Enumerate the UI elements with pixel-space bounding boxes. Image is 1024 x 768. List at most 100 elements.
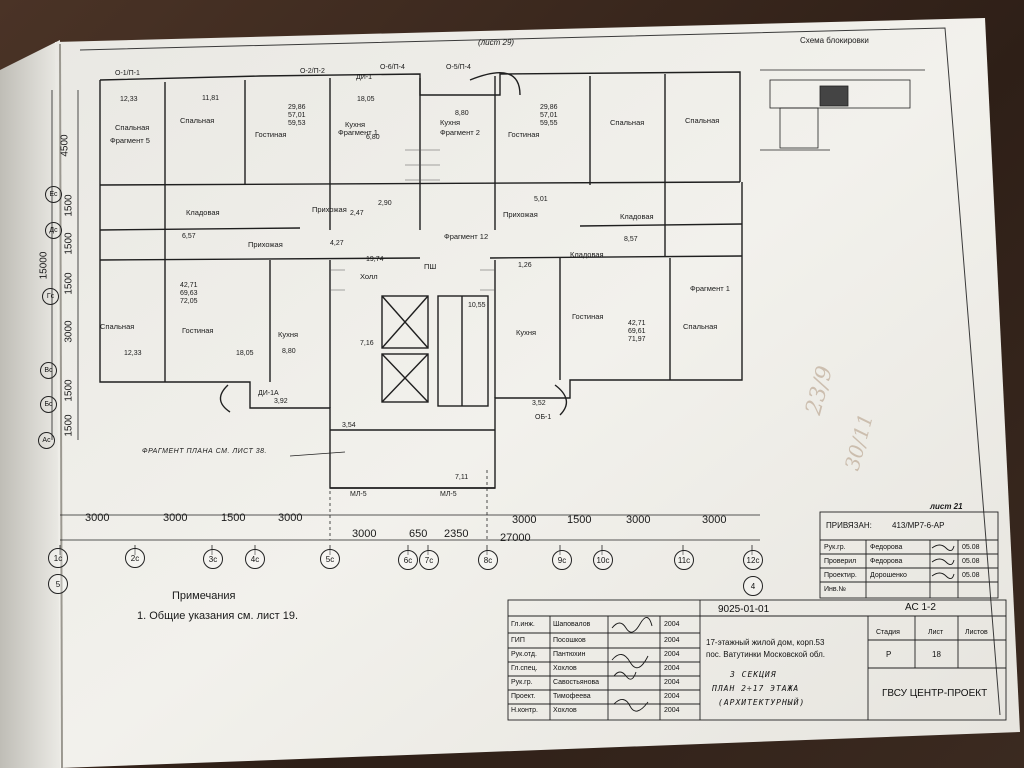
axis-Gc: Гс <box>42 288 59 305</box>
axis-8c: 8с <box>478 550 498 570</box>
dim-left-6: 3000 <box>63 320 75 343</box>
area-misc-6: 5,01 <box>534 196 548 203</box>
attach-date-2: 05.08 <box>962 558 980 565</box>
room-hall-ml: Прихожая <box>248 240 283 249</box>
area-apt-tr-gross: 59,55 <box>540 120 558 127</box>
axis-7c: 7с <box>419 550 439 570</box>
attach-role-3: Проектир. <box>824 572 857 579</box>
staff-name-4: Хохлов <box>553 665 577 672</box>
staff-role-4: Гл.спец. <box>511 665 538 672</box>
attach-date-3: 05.08 <box>962 572 980 579</box>
area-misc-12: 3,92 <box>274 398 288 405</box>
room-kitchen-tl: Кухня <box>345 120 366 129</box>
dim-left-7: 1500 <box>63 379 75 402</box>
attach-name-1: Федорова <box>870 544 903 551</box>
garbage-chute: ПШ <box>424 262 437 271</box>
dim-bottom-1: 3000 <box>352 528 377 540</box>
dim-left-1: 4500 <box>59 134 71 157</box>
area-apt-br: 42,71 69,61 71,97 <box>628 320 646 344</box>
year-7: 2004 <box>664 707 680 714</box>
area-apt-br-total: 69,61 <box>628 328 646 335</box>
stage-label: Стадия <box>876 629 900 636</box>
year-6: 2004 <box>664 693 680 700</box>
attachment-title: ПРИВЯЗАН: <box>826 521 872 530</box>
area-apt-br-living: 42,71 <box>628 320 646 327</box>
attach-role-1: Рук.гр. <box>824 544 846 551</box>
dim-left-4: 1500 <box>63 272 75 295</box>
area-apt-bl-total: 69,63 <box>180 290 198 297</box>
axis-Vc: Вс <box>40 362 57 379</box>
staff-role-7: Н.контр. <box>511 707 538 714</box>
dim-top-6: 1500 <box>567 514 592 526</box>
dim-top-5: 3000 <box>512 514 537 526</box>
window-mark-3: О-6/П-4 <box>380 64 405 71</box>
section-title: 3 СЕКЦИЯ <box>730 670 777 679</box>
area-misc-5: 6,80 <box>366 134 380 141</box>
area-misc-21: 12,33 <box>124 350 142 357</box>
attach-role-4: Инв.№ <box>824 586 847 593</box>
fragment-5-label: Фрагмент 5 <box>110 136 150 145</box>
project-location: пос. Ватутинки Московской обл. <box>706 650 826 659</box>
room-hall-tl: Прихожая <box>312 205 347 214</box>
plan-title: ПЛАН 2÷17 ЭТАЖА <box>712 684 800 693</box>
dim-top-8: 3000 <box>702 514 727 526</box>
axis-Dc: Дс <box>45 222 62 239</box>
window-mark-8: МЛ-5 <box>440 491 457 498</box>
area-misc-14: 3,52 <box>532 400 546 407</box>
attach-name-3: Дорошенко <box>870 572 907 579</box>
axis-3c: 3с <box>203 549 223 569</box>
axis-10c: 10с <box>593 550 613 570</box>
dim-top-2: 3000 <box>163 512 188 524</box>
staff-name-2: Посошков <box>553 637 586 644</box>
axis-4: 4 <box>743 576 763 596</box>
area-apt-tl-gross: 59,53 <box>288 120 306 127</box>
axis-Bc: Бс <box>40 396 57 413</box>
room-bedroom-tr2: Спальная <box>685 116 720 125</box>
area-apt-tl-living: 29,86 <box>288 104 306 111</box>
area-apt-br-gross: 71,97 <box>628 336 646 343</box>
area-apt-tr-total: 57,01 <box>540 112 558 119</box>
staff-role-1: Гл.инж. <box>511 621 535 628</box>
staff-name-3: Пантюхин <box>553 651 586 658</box>
fragment-note: ФРАГМЕНТ ПЛАНА СМ. ЛИСТ 38. <box>142 448 267 455</box>
dim-top-1: 3000 <box>85 512 110 524</box>
area-misc-17: 2,90 <box>378 200 392 207</box>
window-mark-4: О-5/П-4 <box>446 64 471 71</box>
notes-title: Примечания <box>172 590 236 602</box>
area-misc-18: 4,27 <box>330 240 344 247</box>
area-misc-20: 8,80 <box>282 348 296 355</box>
area-apt-tl: 29,86 57,01 59,53 <box>288 104 306 128</box>
axis-2c: 2с <box>125 548 145 568</box>
window-mark-2: О-2/П-2 <box>300 68 325 75</box>
room-storage-mr: Кладовая <box>570 250 604 259</box>
axis-Ec: Ес <box>45 186 62 203</box>
room-bedroom-br: Спальная <box>683 322 718 331</box>
attach-name-2: Федорова <box>870 558 903 565</box>
room-bedroom-t2: Спальная <box>180 116 215 125</box>
block-scheme-title: Схема блокировки <box>800 36 869 45</box>
area-misc-16: 2,47 <box>350 210 364 217</box>
room-bedroom-tl: Спальная <box>115 123 150 132</box>
room-storage-l: Кладовая <box>186 208 220 217</box>
room-bedroom-bl: Спальная <box>100 322 135 331</box>
year-4: 2004 <box>664 665 680 672</box>
attach-date-1: 05.08 <box>962 544 980 551</box>
room-hall-tr: Прихожая <box>503 210 538 219</box>
window-mark-6: ДИ-1А <box>258 390 279 397</box>
axis-6c: 6с <box>398 550 418 570</box>
area-misc-7: 8,57 <box>624 236 638 243</box>
dim-top-3: 1500 <box>221 512 246 524</box>
axis-11c: 11с <box>674 550 694 570</box>
staff-role-5: Рук.гр. <box>511 679 533 686</box>
sheet-label: Лист <box>928 629 944 636</box>
dim-bottom-3: 2350 <box>444 528 469 540</box>
area-misc-10: 10,55 <box>468 302 486 309</box>
dim-total: 27000 <box>500 532 531 544</box>
staff-name-5: Савостьянова <box>553 679 599 686</box>
axis-9c: 9с <box>552 550 572 570</box>
attach-role-2: Проверил <box>824 558 857 565</box>
staff-name-1: Шаповалов <box>553 621 591 628</box>
axis-Ac: Ас <box>38 432 55 449</box>
sheet-reference: (лист 29) <box>478 38 515 47</box>
